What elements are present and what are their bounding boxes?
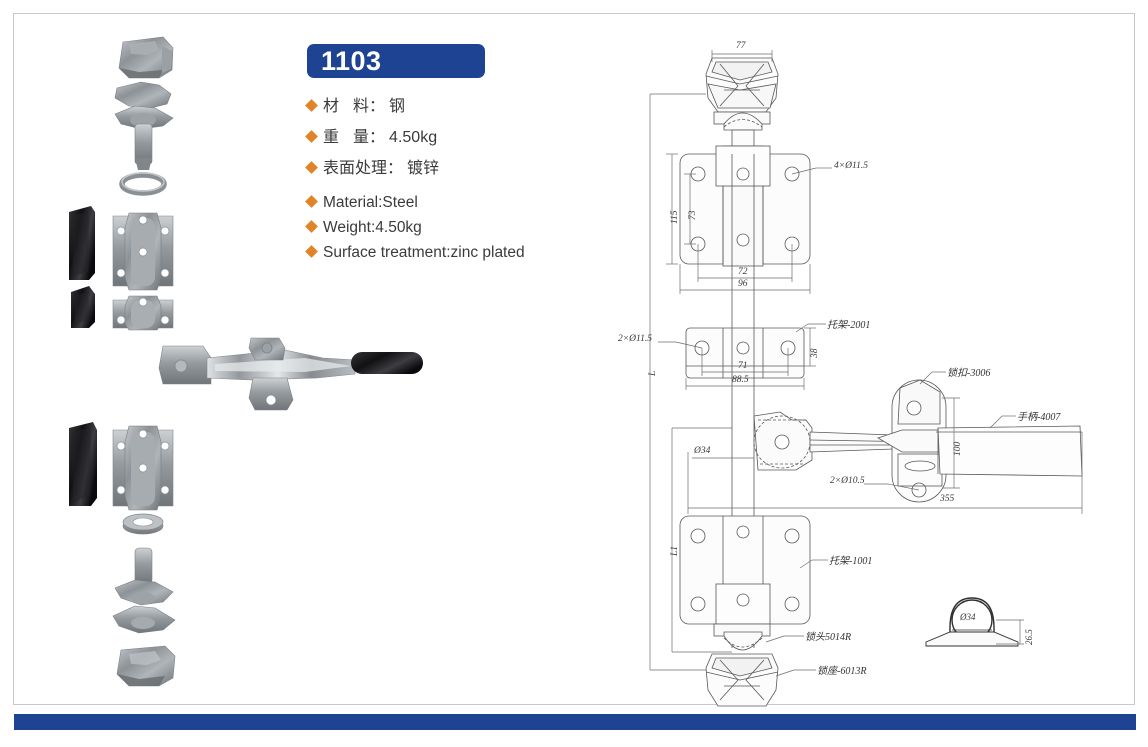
photo-vector-parts [69, 36, 423, 687]
spec-label-material-cn-b: 料 [353, 98, 370, 115]
spec-row-weight-cn: 重量： 4.50kg [305, 123, 607, 147]
dim-label-100: 100 [953, 441, 963, 456]
part-cam-body [114, 81, 174, 170]
detail-label-26-5: 26.5 [1024, 629, 1034, 645]
dim-label-115: 115 [670, 210, 680, 224]
dim-label-L1: L1 [670, 545, 680, 556]
spec-value-weight-cn: 4.50kg [389, 129, 438, 146]
part-bearing-bracket-lower [112, 425, 174, 511]
part-cam-base [112, 547, 176, 634]
part-keeper-bottom [116, 645, 176, 687]
dim-label-38: 38 [810, 348, 820, 359]
part-label-latch-3006: 锁扣-3006 [947, 368, 991, 379]
dim-label-d34: Ø34 [694, 446, 711, 456]
spec-row-surface-en: Surface treatment:zinc plated [305, 244, 607, 262]
part-label-base-6013r: 锁座-6013R [817, 666, 867, 677]
dim-label-71: 71 [738, 361, 748, 371]
technical-drawing: 77 4×Ø11.5 115 73 72 96 2×Ø11.5 38 71 88… [618, 28, 1125, 707]
part-rubber-sleeve-upper [69, 206, 95, 280]
footer-accent-bar [14, 714, 1136, 730]
detail-section-view [925, 597, 1019, 647]
part-rubber-cap [71, 286, 95, 328]
spec-sep-surface-cn: ： [387, 160, 404, 177]
dim-label-L: L [648, 370, 658, 376]
spec-label-material-cn-a: 材 [323, 98, 354, 115]
product-photo-exploded [55, 28, 423, 698]
diamond-bullet-icon [305, 99, 318, 112]
part-label-bracket-2001: 托架-2001 [827, 320, 871, 331]
spec-label-surface-cn: 表面处理： [323, 154, 403, 178]
part-bearing-bracket-small [112, 295, 174, 331]
dim-label-77: 77 [736, 41, 746, 51]
dim-label-355: 355 [940, 494, 955, 504]
spec-label-weight-cn-a: 重 [323, 129, 354, 146]
drawing-vector [649, 50, 1083, 707]
dim-label-2x-hole-mid: 2×Ø11.5 [618, 334, 652, 344]
part-label-bracket-1001: 托架-1001 [829, 556, 873, 567]
detail-label-d34: Ø34 [960, 612, 976, 622]
dim-label-88-5: 88.5 [732, 375, 749, 385]
part-spacer-ring [119, 172, 167, 196]
part-label-head-5014r: 锁头5014R [805, 632, 852, 643]
spec-value-surface-cn: 镀锌 [407, 160, 440, 177]
spec-label-surface-cn-a: 表面处理 [323, 160, 388, 177]
spec-list-english: Material:Steel Weight:4.50kg Surface tre… [305, 194, 607, 262]
spec-text-surface-en: Surface treatment:zinc plated [323, 244, 525, 261]
diamond-bullet-icon [305, 245, 318, 258]
spec-row-material-en: Material:Steel [305, 194, 607, 212]
spec-row-surface-cn: 表面处理： 镀锌 [305, 154, 607, 178]
specification-panel: 1103 材料： 钢 重量： 4.50kg 表面处理： 镀锌 Material [305, 44, 607, 269]
spec-text-weight-en: Weight:4.50kg [323, 219, 422, 236]
part-bearing-bracket-upper [112, 212, 174, 291]
spec-label-weight-cn: 重量： [323, 123, 385, 147]
part-rubber-sleeve-lower [69, 422, 97, 506]
dim-label-4x-hole: 4×Ø11.5 [834, 161, 868, 171]
diamond-bullet-icon [305, 161, 318, 174]
spec-list-chinese: 材料： 钢 重量： 4.50kg 表面处理： 镀锌 [305, 92, 607, 178]
spec-row-material-cn: 材料： 钢 [305, 92, 607, 116]
spec-sep-weight-cn: ： [369, 129, 386, 146]
spec-row-weight-en: Weight:4.50kg [305, 219, 607, 237]
part-keeper-top [118, 36, 174, 79]
spec-label-weight-cn-b: 量 [353, 129, 370, 146]
dim-label-2x-hole-lock: 2×Ø10.5 [830, 476, 865, 486]
dim-label-72: 72 [738, 267, 748, 277]
part-collar [122, 513, 164, 535]
spec-label-material-cn: 材料： [323, 92, 385, 116]
diamond-bullet-icon [305, 195, 318, 208]
spec-sep-material-cn: ： [369, 98, 386, 115]
part-label-handle-4007: 手柄-4007 [1017, 412, 1061, 423]
model-number-badge: 1103 [307, 44, 485, 78]
spec-value-material-cn: 钢 [389, 98, 406, 115]
diamond-bullet-icon [305, 130, 318, 143]
diamond-bullet-icon [305, 220, 318, 233]
part-handle-assembly [158, 337, 423, 411]
dim-label-96: 96 [738, 279, 748, 289]
spec-text-material-en: Material:Steel [323, 194, 418, 211]
dim-label-73: 73 [688, 210, 698, 221]
